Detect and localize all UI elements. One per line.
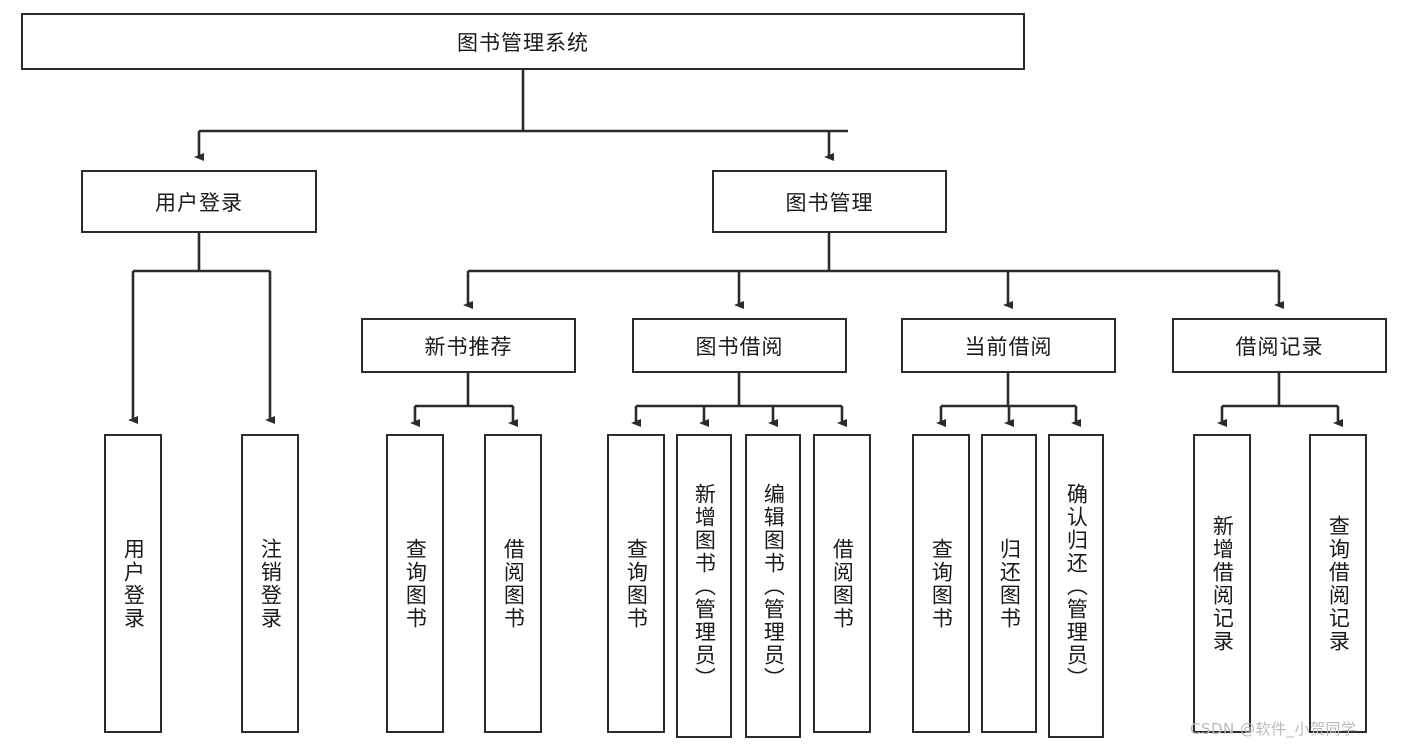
node-book-borrow[interactable]: 图书借阅 (632, 318, 847, 373)
node-root-label: 图书管理系统 (457, 30, 589, 55)
leaf-borrow-book-1-label: 借阅图书 (501, 537, 526, 630)
leaf-query-book-2[interactable]: 查询图书 (607, 434, 665, 733)
leaf-return-book-label: 归还图书 (997, 537, 1022, 630)
leaf-query-book-2-label: 查询图书 (624, 537, 649, 630)
leaf-confirm-return[interactable]: 确认归还（管理员） (1048, 434, 1104, 738)
node-new-book-rec-label: 新书推荐 (424, 334, 513, 359)
leaf-logout-login-label: 注销登录 (258, 537, 283, 630)
node-user-login-label: 用户登录 (155, 190, 243, 215)
leaf-query-record-label: 查询借阅记录 (1326, 514, 1351, 653)
leaf-query-book-3-label: 查询图书 (929, 537, 954, 630)
leaf-query-book-3[interactable]: 查询图书 (912, 434, 970, 733)
leaf-add-record-label: 新增借阅记录 (1210, 514, 1235, 653)
leaf-confirm-return-label: 确认归还（管理员） (1064, 482, 1089, 690)
node-borrow-record-label: 借阅记录 (1235, 334, 1324, 359)
node-book-borrow-label: 图书借阅 (695, 334, 784, 359)
leaf-user-login-label: 用户登录 (121, 537, 146, 630)
leaf-return-book[interactable]: 归还图书 (981, 434, 1037, 733)
node-current-borrow-label: 当前借阅 (964, 334, 1053, 359)
leaf-borrow-book-1[interactable]: 借阅图书 (484, 434, 542, 733)
leaf-edit-book[interactable]: 编辑图书（管理员） (745, 434, 801, 738)
leaf-add-book[interactable]: 新增图书（管理员） (676, 434, 732, 738)
leaf-edit-book-label: 编辑图书（管理员） (761, 482, 786, 690)
leaf-logout-login[interactable]: 注销登录 (241, 434, 299, 733)
leaf-query-book-1-label: 查询图书 (403, 537, 428, 630)
leaf-borrow-book-2[interactable]: 借阅图书 (813, 434, 871, 733)
node-new-book-rec[interactable]: 新书推荐 (361, 318, 576, 373)
node-book-manage[interactable]: 图书管理 (712, 170, 947, 233)
node-borrow-record[interactable]: 借阅记录 (1172, 318, 1387, 373)
node-root[interactable]: 图书管理系统 (21, 13, 1025, 70)
leaf-add-book-label: 新增图书（管理员） (692, 482, 717, 690)
leaf-user-login[interactable]: 用户登录 (104, 434, 162, 733)
node-user-login[interactable]: 用户登录 (81, 170, 317, 233)
leaf-query-record[interactable]: 查询借阅记录 (1309, 434, 1367, 733)
node-book-manage-label: 图书管理 (785, 190, 874, 215)
leaf-borrow-book-2-label: 借阅图书 (830, 537, 855, 630)
leaf-add-record[interactable]: 新增借阅记录 (1193, 434, 1251, 733)
node-current-borrow[interactable]: 当前借阅 (901, 318, 1116, 373)
leaf-query-book-1[interactable]: 查询图书 (386, 434, 444, 733)
